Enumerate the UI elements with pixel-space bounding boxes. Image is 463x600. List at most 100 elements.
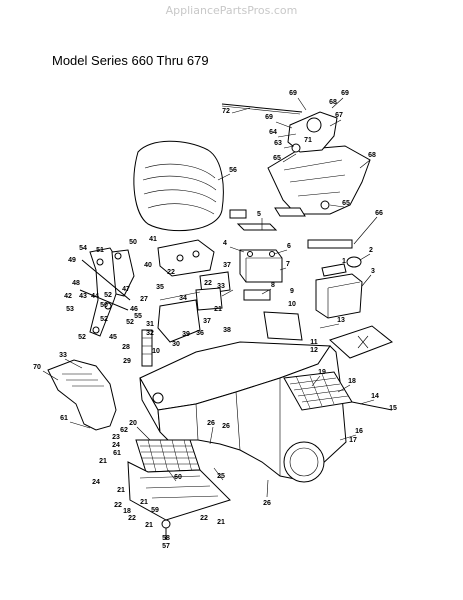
part-callout-52: 52 [104, 292, 112, 299]
part-callout-25: 25 [217, 473, 225, 480]
part-callout-32: 32 [146, 330, 154, 337]
part-callout-67: 67 [335, 112, 343, 119]
part-callout-69: 69 [341, 90, 349, 97]
part-callout-66: 66 [375, 210, 383, 217]
part-callout-60: 60 [174, 474, 182, 481]
part-callout-58: 58 [162, 535, 170, 542]
part-callout-21: 21 [214, 306, 222, 313]
part-rod [221, 103, 303, 115]
part-callout-18: 18 [348, 378, 356, 385]
part-callout-52: 52 [126, 319, 134, 326]
part-callout-27: 27 [140, 296, 148, 303]
part-callout-65: 65 [342, 200, 350, 207]
part-callout-23: 23 [112, 434, 120, 441]
part-callout-44: 44 [91, 293, 99, 300]
part-callout-36: 36 [196, 330, 204, 337]
part-callout-30: 30 [172, 341, 180, 348]
part-callout-9: 9 [290, 288, 294, 295]
part-callout-68: 68 [368, 152, 376, 159]
part-callout-63: 63 [274, 140, 282, 147]
part-callout-2: 2 [369, 247, 373, 254]
part-callout-4: 4 [223, 240, 227, 247]
part-battery [236, 223, 283, 301]
leader-lines [42, 97, 378, 498]
part-callout-41: 41 [149, 236, 157, 243]
part-callout-24: 24 [112, 442, 120, 449]
part-callout-43: 43 [79, 293, 87, 300]
part-callout-14: 14 [371, 393, 379, 400]
part-callout-47: 47 [122, 286, 130, 293]
part-callout-53: 53 [66, 306, 74, 313]
diagram-title: Model Series 660 Thru 679 [52, 53, 209, 68]
part-callout-7: 7 [286, 261, 290, 268]
part-callout-13: 13 [337, 317, 345, 324]
part-callout-10: 10 [152, 348, 160, 355]
part-callout-26: 26 [222, 423, 230, 430]
part-callout-37: 37 [203, 318, 211, 325]
part-fender [47, 359, 117, 431]
part-dash-panel [267, 111, 371, 249]
part-callout-24: 24 [92, 479, 100, 486]
part-callout-52: 52 [100, 316, 108, 323]
part-callout-28: 28 [122, 344, 130, 351]
part-callout-51: 51 [96, 247, 104, 254]
part-callout-49: 49 [68, 257, 76, 264]
part-callout-15: 15 [389, 405, 397, 412]
part-callout-26: 26 [207, 420, 215, 427]
part-callout-21: 21 [99, 458, 107, 465]
part-callout-69: 69 [265, 114, 273, 121]
part-callout-6: 6 [287, 243, 291, 250]
part-callout-70: 70 [33, 364, 41, 371]
part-callout-56: 56 [229, 167, 237, 174]
part-callout-10: 10 [288, 301, 296, 308]
part-pedal-linkage [79, 247, 201, 367]
part-callout-42: 42 [64, 293, 72, 300]
part-callout-61: 61 [113, 450, 121, 457]
part-callout-22: 22 [128, 515, 136, 522]
part-callout-48: 48 [72, 280, 80, 287]
part-seat [133, 140, 247, 232]
part-callout-21: 21 [217, 519, 225, 526]
part-callout-22: 22 [204, 280, 212, 287]
part-callout-52: 52 [78, 334, 86, 341]
part-callout-12: 12 [310, 347, 318, 354]
part-callout-22: 22 [114, 502, 122, 509]
part-callout-16: 16 [355, 428, 363, 435]
part-callout-18: 18 [123, 508, 131, 515]
part-footrest-right [283, 371, 393, 411]
part-callout-21: 21 [140, 499, 148, 506]
part-callout-22: 22 [200, 515, 208, 522]
part-callout-35: 35 [156, 284, 164, 291]
part-callout-64: 64 [269, 129, 277, 136]
part-callout-59: 59 [151, 507, 159, 514]
part-bracket-plate [157, 239, 231, 311]
part-callout-22: 22 [167, 269, 175, 276]
part-fuel-tank [315, 256, 363, 319]
part-callout-45: 45 [109, 334, 117, 341]
part-footrest-left [135, 439, 201, 473]
part-callout-57: 57 [162, 543, 170, 550]
part-callout-37: 37 [223, 262, 231, 269]
part-callout-50: 50 [129, 239, 137, 246]
part-callout-62: 62 [120, 427, 128, 434]
part-callout-39: 39 [182, 331, 190, 338]
part-callout-40: 40 [144, 262, 152, 269]
part-callout-20: 20 [129, 420, 137, 427]
part-callout-33: 33 [217, 283, 225, 290]
watermark: AppliancePartsPros.com [165, 4, 298, 17]
part-callout-21: 21 [117, 487, 125, 494]
part-callout-17: 17 [349, 437, 357, 444]
part-callout-8: 8 [271, 282, 275, 289]
part-callout-50: 50 [100, 302, 108, 309]
part-callout-34: 34 [179, 295, 187, 302]
part-callout-69: 69 [289, 90, 297, 97]
part-callout-3: 3 [371, 268, 375, 275]
part-callout-21: 21 [145, 522, 153, 529]
part-callout-29: 29 [123, 358, 131, 365]
part-callout-46: 46 [130, 306, 138, 313]
part-callout-11: 11 [310, 339, 318, 346]
part-callout-33: 33 [59, 352, 67, 359]
part-callout-38: 38 [223, 327, 231, 334]
